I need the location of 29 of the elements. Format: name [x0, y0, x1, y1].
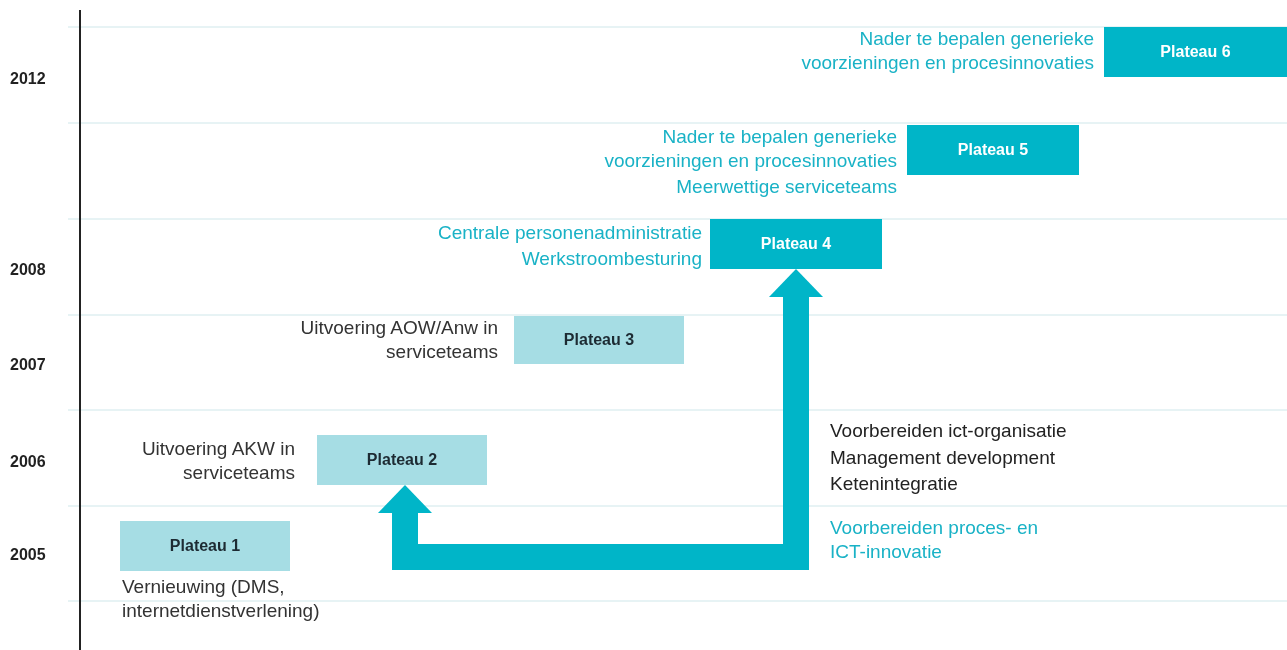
activity-text: Management development [830, 446, 1055, 470]
plateau-title: Plateau 1 [169, 537, 241, 555]
annotation-text: Centrale personenadministratie [436, 221, 702, 245]
plateau-title: Plateau 5 [957, 141, 1029, 159]
annotation-text: Nader te bepalen generieke voorzieningen en procesinnovaties [800, 27, 1094, 75]
plateau-box [907, 125, 1079, 175]
annotation-text: Meerwettige serviceteams [675, 175, 897, 199]
plateau-box [317, 435, 487, 485]
plateau-box [710, 219, 882, 269]
annotation-text: Werkstroombesturing [520, 247, 702, 271]
plateau-title: Plateau 6 [1160, 43, 1231, 61]
year-label: 2008 [10, 260, 46, 280]
year-label: 2007 [10, 355, 46, 375]
activity-text: Ketenintegratie [830, 472, 958, 496]
arrow [378, 269, 823, 570]
year-label: 2006 [10, 452, 46, 472]
plateau-box [120, 521, 290, 571]
annotation-text: Uitvoering AKW in serviceteams [140, 437, 295, 485]
annotation-text: Uitvoering AOW/Anw in serviceteams [299, 316, 498, 364]
plateau-title: Plateau 2 [366, 451, 438, 469]
annotation-text: Nader te bepalen generieke voorzieningen en procesinnovaties [603, 125, 897, 173]
year-label: 2012 [10, 69, 46, 89]
plateau-box [1104, 27, 1287, 77]
year-label: 2005 [10, 545, 46, 565]
annotation-text: Vernieuwing (DMS, internetdienstverlening) [122, 575, 321, 623]
plateau-title: Plateau 4 [760, 235, 832, 253]
plateau-box [514, 316, 684, 364]
activity-text: Voorbereiden ict-organisatie [830, 419, 1067, 443]
plateau-title: Plateau 3 [563, 331, 635, 349]
